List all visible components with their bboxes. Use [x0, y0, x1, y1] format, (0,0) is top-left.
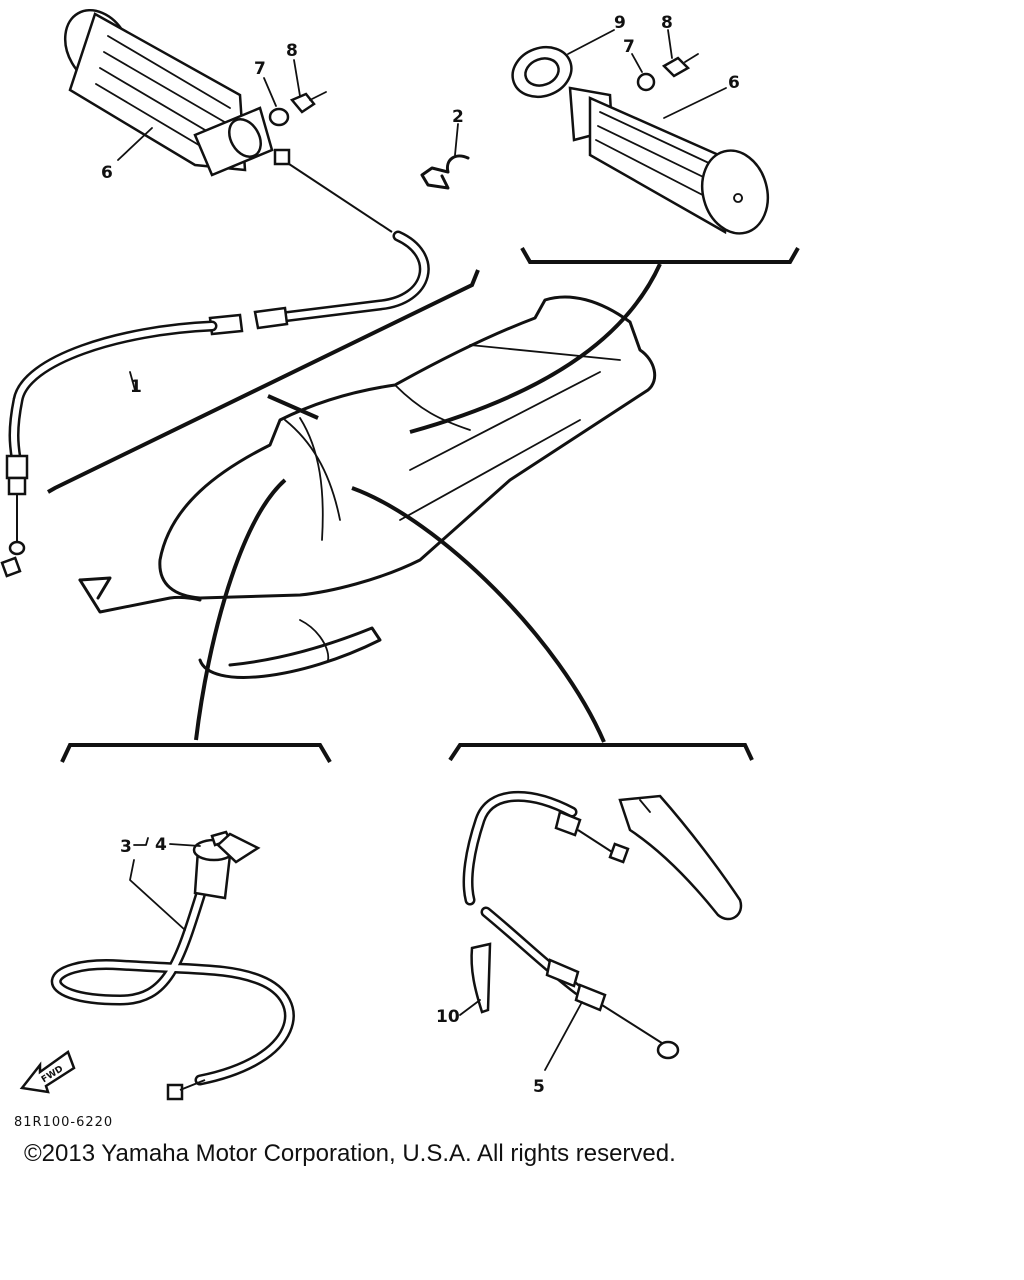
callout-7-left: 7 — [254, 59, 266, 79]
right-screw-8 — [661, 53, 699, 78]
callout-6-right: 6 — [728, 73, 740, 93]
callout-3: 3 — [120, 837, 132, 857]
callout-9: 9 — [614, 13, 626, 33]
right-handlebar-grip — [568, 86, 770, 235]
throttle-cable — [0, 148, 430, 578]
callout-leaders — [117, 29, 727, 1071]
callout-8-right: 8 — [661, 13, 673, 33]
right-collar-7 — [636, 72, 656, 92]
diagram-code: 81R100-6220 — [14, 1115, 114, 1130]
callout-2: 2 — [452, 107, 464, 127]
left-collar-7 — [268, 107, 290, 127]
callout-6-left: 6 — [101, 163, 113, 183]
snowmobile-body — [78, 295, 657, 679]
left-screw-8 — [289, 91, 327, 114]
callout-8-left: 8 — [286, 41, 298, 61]
left-handlebar-grip — [63, 9, 274, 177]
callout-10: 10 — [436, 1007, 460, 1027]
leader-lines — [47, 247, 800, 764]
callout-7-right: 7 — [623, 37, 635, 57]
ignition-switch-assembly — [50, 830, 295, 1101]
right-collar-9 — [511, 45, 573, 99]
copyright-notice: ©2013 Yamaha Motor Corporation, U.S.A. A… — [24, 1140, 676, 1167]
cable-clip — [420, 154, 470, 190]
forward-direction-marker: FWD — [19, 1050, 76, 1094]
callout-1: 1 — [130, 377, 142, 397]
callout-4: 4 — [155, 835, 167, 855]
brake-cable-assembly — [462, 790, 743, 1060]
callout-5: 5 — [533, 1077, 545, 1097]
